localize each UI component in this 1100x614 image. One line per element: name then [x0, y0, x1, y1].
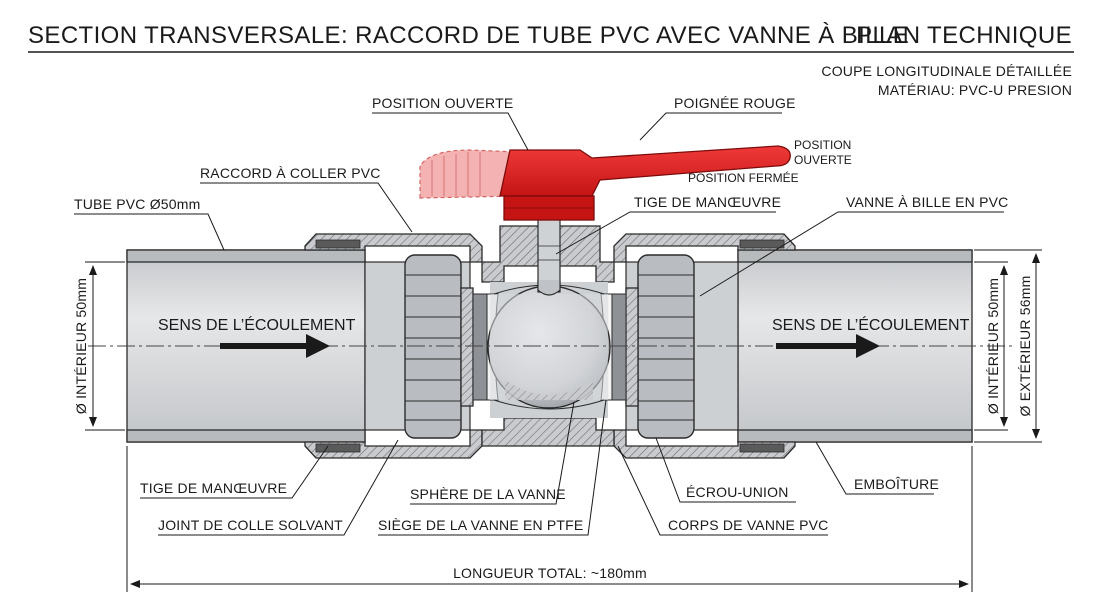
callout-raccord-coller: RACCORD À COLLER PVC — [200, 165, 413, 233]
ecrou-union-label: ÉCROU-UNION — [686, 484, 789, 500]
emboiture-label: EMBOÎTURE — [854, 476, 939, 492]
glue-joint-bottom-right — [739, 443, 785, 453]
right-union-nut — [611, 254, 695, 439]
flow-label-right: SENS DE L’ÉCOULEMENT — [772, 315, 970, 334]
callout-emboiture: EMBOÎTURE — [815, 441, 939, 495]
valve-stem — [537, 209, 561, 296]
callout-position-ouverte: POSITION OUVERTE — [372, 95, 529, 151]
callout-handle-open: POSITION OUVERTE — [794, 138, 852, 167]
total-length-label: LONGUEUR TOTAL: ~180mm — [453, 565, 647, 581]
callout-joint-colle: JOINT DE COLLE SOLVANT — [158, 439, 399, 536]
handle-closed-position-ghost — [419, 149, 519, 199]
callout-tube-pvc: TUBE PVC Ø50mm — [74, 196, 225, 251]
dim-total-length: LONGUEUR TOTAL: ~180mm — [126, 446, 973, 592]
siege-label: SIÈGE DE LA VANNE EN PTFE — [378, 517, 583, 533]
page-title: SECTION TRANSVERSALE: RACCORD DE TUBE PV… — [28, 22, 909, 49]
callout-poignee-rouge: POIGNÉE ROUGE — [639, 95, 796, 141]
glue-joint-top-right — [739, 239, 785, 249]
callout-tige-top: TIGE DE MANŒUVRE — [555, 194, 781, 255]
tube-pvc-label: TUBE PVC Ø50mm — [74, 196, 201, 212]
vanne-bille-label: VANNE À BILLE EN PVC — [846, 194, 1008, 210]
dim-exterior-right-label: Ø EXTÉRIEUR 56mm — [1017, 276, 1033, 417]
flow-arrow-left: SENS DE L’ÉCOULEMENT — [158, 315, 356, 358]
dim-interior-left-label: Ø INTÉRIEUR 50mm — [73, 278, 89, 414]
corps-vanne-label: CORPS DE VANNE PVC — [668, 517, 829, 533]
handle-open-label-1: POSITION — [794, 138, 851, 152]
callout-sphere: SPHÈRE DE LA VANNE — [410, 401, 575, 505]
dim-interior-right-label: Ø INTÉRIEUR 50mm — [985, 278, 1001, 414]
glue-joint-top-left — [315, 239, 361, 249]
red-handle — [499, 145, 791, 221]
flow-arrow-right: SENS DE L’ÉCOULEMENT — [772, 315, 970, 358]
handle-open-label-2: OUVERTE — [794, 153, 852, 167]
raccord-coller-label: RACCORD À COLLER PVC — [200, 165, 381, 181]
tige-top-label: TIGE DE MANŒUVRE — [634, 194, 781, 210]
valve-ball — [487, 284, 611, 410]
flow-label-left: SENS DE L’ÉCOULEMENT — [158, 315, 356, 334]
callout-tige-bottom: TIGE DE MANŒUVRE — [140, 445, 329, 499]
callout-vanne-bille: VANNE À BILLE EN PVC — [699, 194, 1008, 297]
glue-joint-bottom-left — [315, 443, 361, 453]
poignee-rouge-label: POIGNÉE ROUGE — [674, 95, 796, 111]
joint-colle-label: JOINT DE COLLE SOLVANT — [158, 517, 343, 533]
dim-interior-left: Ø INTÉRIEUR 50mm — [73, 261, 125, 431]
header-right: PLAN TECHNIQUE — [856, 22, 1072, 49]
position-ouverte-label: POSITION OUVERTE — [372, 95, 513, 111]
tige-bottom-label: TIGE DE MANŒUVRE — [140, 480, 287, 496]
callout-ecrou-union: ÉCROU-UNION — [655, 437, 796, 503]
subtitle-line-2: MATÉRIAU: PVC-U PRESION — [878, 82, 1072, 98]
subtitle-line-1: COUPE LONGITUDINALE DÉTAILLÉE — [821, 63, 1072, 79]
left-union-nut — [404, 254, 488, 439]
dim-exterior-right: Ø EXTÉRIEUR 56mm — [974, 249, 1042, 443]
dim-interior-right: Ø INTÉRIEUR 50mm — [974, 261, 1008, 431]
handle-closed-label: POSITION FERMÉE — [688, 170, 799, 185]
callout-corps-vanne: CORPS DE VANNE PVC — [617, 445, 829, 536]
callout-siege: SIÈGE DE LA VANNE EN PTFE — [378, 399, 607, 536]
sphere-label: SPHÈRE DE LA VANNE — [410, 486, 566, 502]
